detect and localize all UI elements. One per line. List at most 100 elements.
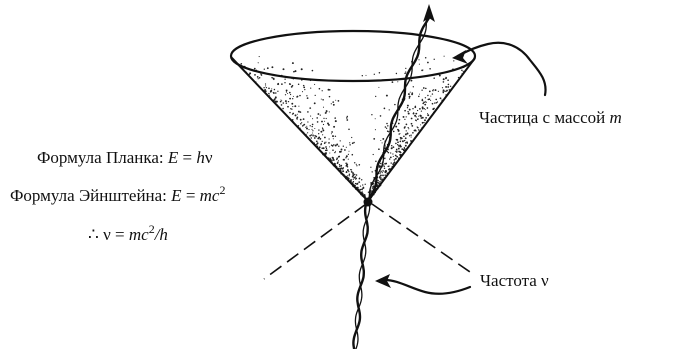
- stipple-dot: [399, 154, 401, 156]
- derived-formula: ∴ ν = mc2/h: [88, 225, 168, 245]
- stipple-dot: [396, 151, 397, 152]
- stipple-dot: [350, 169, 351, 170]
- stipple-dot: [356, 165, 357, 166]
- stipple-dot: [417, 118, 419, 120]
- stipple-dot: [334, 117, 336, 119]
- stipple-dot: [409, 96, 411, 98]
- stipple-dot: [425, 57, 427, 59]
- stipple-dot: [322, 128, 323, 129]
- frequency-label: Частота ν: [480, 271, 549, 291]
- stipple-dot: [404, 119, 405, 120]
- stipple-dot: [373, 154, 374, 155]
- stipple-dot: [338, 145, 339, 146]
- stipple-dot: [266, 87, 267, 88]
- stipple-dot: [325, 150, 327, 152]
- stipple-dot: [328, 89, 330, 91]
- stipple-dot: [348, 151, 349, 152]
- stipple-dot: [287, 93, 288, 94]
- stipple-dot: [396, 149, 398, 151]
- stipple-dot: [436, 102, 438, 104]
- stipple-dot: [394, 161, 395, 162]
- stipple-dot: [407, 133, 408, 134]
- stipple-dot: [399, 145, 401, 147]
- stipple-dot: [312, 126, 313, 127]
- stipple-dot: [432, 90, 434, 92]
- stipple-dot: [427, 62, 429, 64]
- stipple-dot: [354, 162, 355, 163]
- stipple-dot: [422, 122, 424, 124]
- stipple-dot: [415, 119, 416, 120]
- stipple-dot: [389, 169, 390, 170]
- stipple-dot: [404, 147, 405, 148]
- stipple-dot: [429, 68, 431, 70]
- stipple-dot: [425, 88, 427, 90]
- stipple-dot: [301, 68, 303, 70]
- stipple-dot: [407, 111, 408, 112]
- stipple-dot: [323, 107, 324, 108]
- stipple-dot: [331, 133, 332, 134]
- stipple-dot: [399, 119, 401, 121]
- stipple-dot: [347, 116, 348, 117]
- stipple-dot: [329, 146, 330, 147]
- stipple-dot: [336, 159, 338, 161]
- stipple-dot: [374, 74, 375, 75]
- planck-eq: =: [183, 148, 193, 167]
- stipple-dot: [422, 106, 424, 108]
- stipple-dot: [254, 68, 256, 70]
- stipple-dot: [433, 77, 435, 79]
- stipple-dot: [296, 96, 297, 97]
- stipple-dot: [419, 94, 420, 95]
- stipple-dot: [274, 89, 276, 91]
- stipple-dot: [281, 83, 283, 85]
- stipple-dot: [425, 117, 427, 119]
- stipple-dot: [318, 136, 320, 138]
- stipple-dot: [329, 96, 331, 98]
- stipple-dot: [352, 175, 354, 177]
- stipple-dot: [393, 156, 394, 157]
- stipple-dot: [375, 118, 376, 119]
- derived-eq: =: [115, 225, 125, 244]
- stipple-dot: [300, 119, 302, 121]
- stipple-dot: [314, 84, 315, 85]
- stipple-dot: [442, 87, 443, 88]
- stipple-dot: [423, 87, 425, 89]
- stipple-dot: [325, 146, 327, 148]
- stipple-dot: [453, 60, 454, 61]
- particle-mass-var: m: [609, 108, 621, 127]
- stipple-dot: [326, 148, 327, 149]
- stipple-dot: [263, 87, 264, 88]
- stipple-dot: [304, 89, 305, 90]
- einstein-label: Формула Эйнштейна:: [10, 186, 167, 205]
- stipple-dot: [348, 159, 349, 160]
- stipple-dot: [312, 118, 313, 119]
- stipple-dot: [271, 66, 273, 68]
- lower-cone-dashed-right: [372, 204, 470, 272]
- stipple-dot: [271, 77, 273, 79]
- stipple-dot: [303, 87, 305, 89]
- stipple-dot: [270, 90, 272, 92]
- stipple-dot: [382, 170, 384, 172]
- stipple-dot: [358, 181, 360, 183]
- stipple-dot: [356, 174, 358, 176]
- stipple-dot: [379, 166, 381, 168]
- stipple-dot: [407, 143, 408, 144]
- stipple-dot: [440, 97, 442, 99]
- stipple-dot: [314, 102, 316, 104]
- stipple-dot: [390, 152, 391, 153]
- stipple-dot: [355, 176, 356, 177]
- stipple-dot: [424, 104, 426, 106]
- stipple-dot: [425, 109, 426, 110]
- stipple-dot: [371, 114, 372, 115]
- stipple-dot: [301, 122, 302, 123]
- stipple-dot: [429, 91, 431, 93]
- stipple-dot: [417, 127, 418, 128]
- stipple-dot: [346, 119, 348, 121]
- stipple-dot: [419, 108, 421, 110]
- stipple-dot: [318, 129, 319, 130]
- stipple-dot: [380, 115, 382, 117]
- stipple-dot: [292, 85, 294, 87]
- stipple-dot: [389, 109, 390, 110]
- stipple-dot: [291, 103, 293, 105]
- stipple-dot: [329, 111, 330, 112]
- stipple-dot: [276, 101, 278, 103]
